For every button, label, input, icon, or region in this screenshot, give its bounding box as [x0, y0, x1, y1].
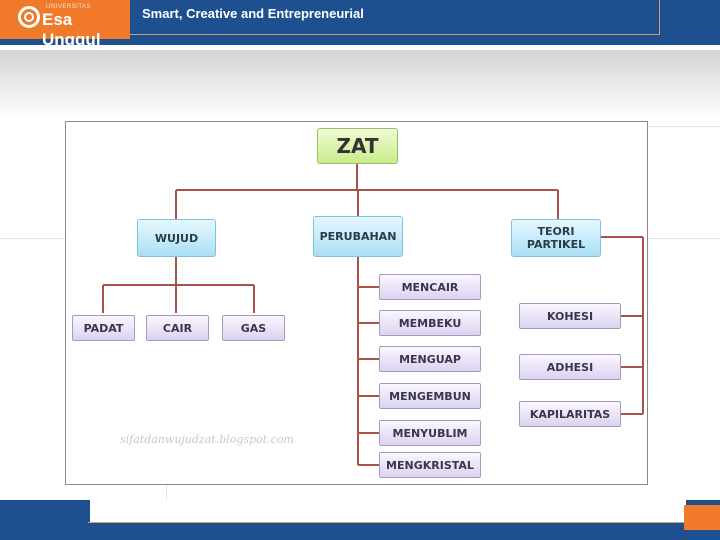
- node-membeku: MEMBEKU: [379, 310, 481, 336]
- node-cair: CAIR: [146, 315, 209, 341]
- node-wujud: WUJUD: [137, 219, 216, 257]
- tagline: Smart, Creative and Entrepreneurial: [142, 6, 364, 21]
- node-mengkristal: MENGKRISTAL: [379, 452, 481, 478]
- node-kapilaritas: KAPILARITAS: [519, 401, 621, 427]
- node-perubahan: PERUBAHAN: [313, 216, 403, 257]
- university-logo[interactable]: UNIVERSITAS Esa Unggul: [0, 0, 130, 49]
- footer-divider: [88, 522, 688, 523]
- footer-accent: [684, 505, 720, 530]
- connector-lines: [102, 164, 644, 466]
- background-line: [166, 485, 167, 500]
- logo-text: Esa Unggul: [42, 10, 101, 49]
- header-divider: [130, 34, 660, 35]
- node-menyublim: MENYUBLIM: [379, 420, 481, 446]
- node-teori-line2: PARTIKEL: [526, 238, 586, 251]
- node-adhesi: ADHESI: [519, 354, 621, 380]
- background-line: [648, 238, 720, 239]
- header-strip: [0, 45, 720, 50]
- node-menguap: MENGUAP: [379, 346, 481, 372]
- node-gas: GAS: [222, 315, 285, 341]
- source-watermark: sifatdanwujudzat.blogspot.com: [120, 433, 294, 446]
- logo-emblem-icon: [18, 6, 40, 28]
- node-teori-partikel: TEORI PARTIKEL: [511, 219, 601, 257]
- node-padat: PADAT: [72, 315, 135, 341]
- background-line: [648, 126, 720, 127]
- footer-panel: [89, 500, 686, 523]
- node-zat: ZAT: [317, 128, 398, 164]
- logo-subtext: UNIVERSITAS: [46, 4, 92, 10]
- concept-map: ZAT WUJUD PERUBAHAN TEORI PARTIKEL PADAT…: [65, 121, 648, 485]
- header-divider-vertical: [659, 0, 660, 35]
- node-kohesi: KOHESI: [519, 303, 621, 329]
- node-mencair: MENCAIR: [379, 274, 481, 300]
- background-line: [0, 238, 65, 239]
- node-mengembun: MENGEMBUN: [379, 383, 481, 409]
- node-teori-line1: TEORI: [537, 225, 575, 238]
- header-shadow: [0, 50, 720, 120]
